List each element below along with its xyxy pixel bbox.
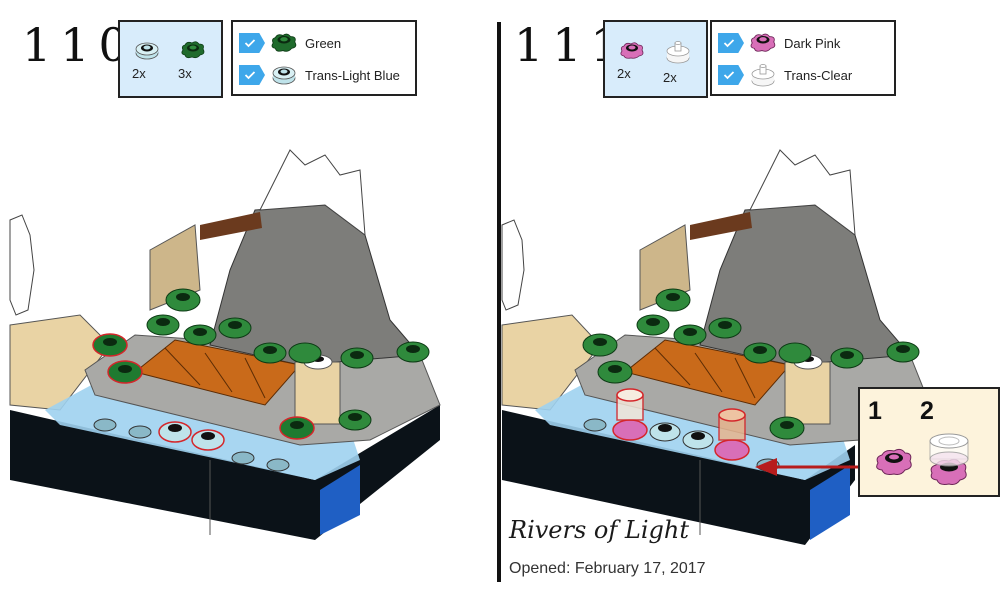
color-checklist: Green Trans-Light Blue bbox=[231, 20, 417, 96]
crystal-peaks bbox=[749, 149, 856, 237]
set-title: Rivers of Light bbox=[509, 516, 689, 544]
base-blue-side bbox=[320, 465, 360, 535]
tan-ground bbox=[501, 314, 601, 411]
part-item: 2x bbox=[663, 40, 693, 85]
white-structure bbox=[501, 219, 525, 311]
tan-pillar bbox=[294, 361, 341, 425]
step-110: 110 2x 3x bbox=[0, 0, 497, 606]
tan-wall bbox=[639, 224, 691, 311]
check-icon bbox=[244, 71, 256, 80]
round-brick-trans-clear-icon bbox=[751, 64, 775, 87]
color-row-trans-light-blue[interactable]: Trans-Light Blue bbox=[239, 60, 400, 90]
brown-beam bbox=[200, 212, 262, 240]
color-row-trans-clear[interactable]: Trans-Clear bbox=[718, 60, 852, 90]
color-name: Trans-Clear bbox=[784, 67, 853, 83]
tan-pillar bbox=[784, 361, 831, 425]
part-quantity: 2x bbox=[663, 70, 677, 85]
checkbox[interactable] bbox=[718, 65, 744, 85]
round-plate-trans-light-blue-icon bbox=[135, 42, 159, 60]
check-icon bbox=[723, 39, 735, 48]
part-item: 3x bbox=[178, 40, 208, 81]
step-divider bbox=[497, 22, 501, 582]
checkbox[interactable] bbox=[239, 33, 265, 53]
color-checklist: Dark Pink Trans-Clear bbox=[710, 20, 896, 96]
round-plate-trans-light-blue-icon bbox=[272, 66, 296, 85]
brown-beam bbox=[690, 212, 752, 240]
stacked-trans-clear-on-dark-pink-icon bbox=[929, 433, 969, 485]
build-illustration bbox=[9, 149, 441, 540]
flower-plate-green-icon bbox=[181, 41, 205, 59]
crystal-peaks bbox=[259, 149, 366, 237]
part-item: 2x bbox=[132, 40, 162, 81]
part-quantity: 3x bbox=[178, 66, 192, 81]
parts-list: 2x 2x bbox=[603, 20, 708, 98]
new-dark-pink-stacks bbox=[612, 388, 750, 461]
base-blue-side bbox=[810, 465, 850, 540]
flower-plate-green-icon bbox=[271, 33, 297, 52]
tan-wall bbox=[149, 224, 201, 311]
part-item: 2x bbox=[617, 40, 647, 81]
parts-list: 2x 3x bbox=[118, 20, 223, 98]
tan-ground bbox=[9, 314, 111, 411]
step-number: 110 bbox=[22, 18, 137, 72]
arrow-icon bbox=[755, 458, 863, 476]
checkbox[interactable] bbox=[239, 65, 265, 85]
step-number: 111 bbox=[514, 18, 629, 72]
new-trans-light-blue-plates bbox=[158, 421, 225, 451]
round-brick-trans-clear-icon bbox=[666, 41, 690, 64]
flower-plate-dark-pink-icon bbox=[876, 448, 912, 475]
sub-step-callout: 1 2 bbox=[858, 387, 1000, 497]
build-illustration bbox=[501, 149, 931, 545]
flower-plate-dark-pink-icon bbox=[620, 42, 644, 59]
check-icon bbox=[244, 39, 256, 48]
sub-step-number: 2 bbox=[920, 397, 934, 425]
color-row-green[interactable]: Green bbox=[239, 28, 341, 58]
flower-plate-dark-pink-icon bbox=[750, 33, 776, 52]
white-structure bbox=[9, 214, 35, 316]
color-name: Trans-Light Blue bbox=[305, 67, 400, 83]
color-name: Dark Pink bbox=[784, 35, 841, 51]
color-row-dark-pink[interactable]: Dark Pink bbox=[718, 28, 840, 58]
base-plate bbox=[502, 410, 855, 545]
part-quantity: 2x bbox=[617, 66, 631, 81]
sub-step-number: 1 bbox=[868, 397, 882, 425]
checkbox[interactable] bbox=[718, 33, 744, 53]
step-111: 111 2x 2x bbox=[500, 0, 1005, 606]
check-icon bbox=[723, 71, 735, 80]
color-name: Green bbox=[305, 35, 342, 51]
part-quantity: 2x bbox=[132, 66, 146, 81]
set-opened-date: Opened: February 17, 2017 bbox=[509, 560, 706, 577]
